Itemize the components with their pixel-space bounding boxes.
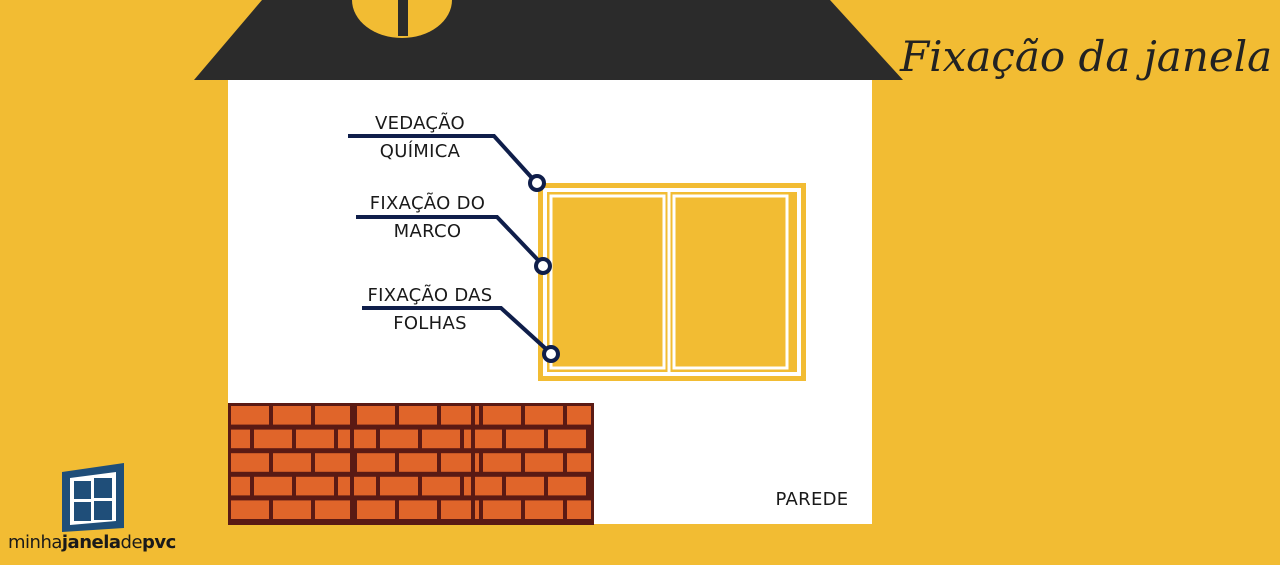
label-fixacao-marco: FIXAÇÃO DO MARCO [345, 190, 510, 246]
brick [315, 453, 353, 472]
brick [483, 500, 521, 519]
logo-window-icon [62, 463, 124, 532]
brick [296, 429, 334, 449]
label-folhas-line2: FOLHAS [393, 313, 467, 334]
brick [548, 429, 586, 449]
brick [483, 453, 521, 472]
logo-part-de: de [120, 532, 143, 553]
brick [567, 453, 591, 472]
logo-part-minha: minha [8, 532, 62, 553]
brick [441, 406, 479, 425]
brick [422, 476, 460, 496]
logo-part-pvc: pvc [142, 532, 176, 553]
brick [464, 476, 502, 496]
label-marco-line1: FIXAÇÃO DO [369, 193, 486, 214]
brick [483, 406, 521, 425]
attic-window [352, 0, 452, 38]
label-vedacao-line1: VEDAÇÃO [374, 113, 466, 134]
brick [567, 500, 591, 519]
brick [315, 406, 353, 425]
brick [399, 453, 437, 472]
brick [357, 453, 395, 472]
brick [399, 500, 437, 519]
brick [315, 500, 353, 519]
brick [231, 476, 250, 496]
brick [231, 406, 269, 425]
brick [296, 476, 334, 496]
label-folhas-line1: FIXAÇÃO DAS [367, 285, 493, 306]
brick [441, 453, 479, 472]
brick-wall [228, 403, 594, 525]
brick [338, 429, 376, 449]
page-title: Fixação da janela [900, 32, 1273, 81]
brick [254, 476, 292, 496]
brick [231, 429, 250, 449]
brick [338, 476, 376, 496]
brick [525, 500, 563, 519]
label-fixacao-folhas: FIXAÇÃO DAS FOLHAS [345, 282, 515, 338]
brick-wall-divider [350, 403, 354, 525]
label-parede: PAREDE [775, 489, 849, 510]
brick [567, 406, 591, 425]
label-vedacao-quimica: VEDAÇÃO QUÍMICA [345, 110, 495, 166]
logo-part-janela: janela [61, 532, 121, 553]
house-roof [194, 0, 903, 80]
brick [273, 453, 311, 472]
callout-marco [356, 215, 552, 275]
brick [254, 429, 292, 449]
brick [464, 429, 502, 449]
brick [231, 453, 269, 472]
brick [525, 406, 563, 425]
brick [380, 476, 418, 496]
brick [441, 500, 479, 519]
brick [273, 500, 311, 519]
brick [380, 429, 418, 449]
label-marco-line2: MARCO [393, 221, 462, 242]
callout-folhas [362, 306, 560, 363]
window-frame [538, 183, 806, 381]
brick [231, 500, 269, 519]
brick [357, 406, 395, 425]
brick [273, 406, 311, 425]
brick [506, 476, 544, 496]
brick [399, 406, 437, 425]
label-vedacao-line2: QUÍMICA [379, 141, 461, 162]
brick [525, 453, 563, 472]
brick [506, 429, 544, 449]
callout-vedacao [348, 134, 546, 192]
brick [357, 500, 395, 519]
logo-wordmark: minhajaneladepvc [8, 532, 178, 553]
brick-wall-divider [471, 403, 475, 525]
brick [548, 476, 586, 496]
brick [422, 429, 460, 449]
